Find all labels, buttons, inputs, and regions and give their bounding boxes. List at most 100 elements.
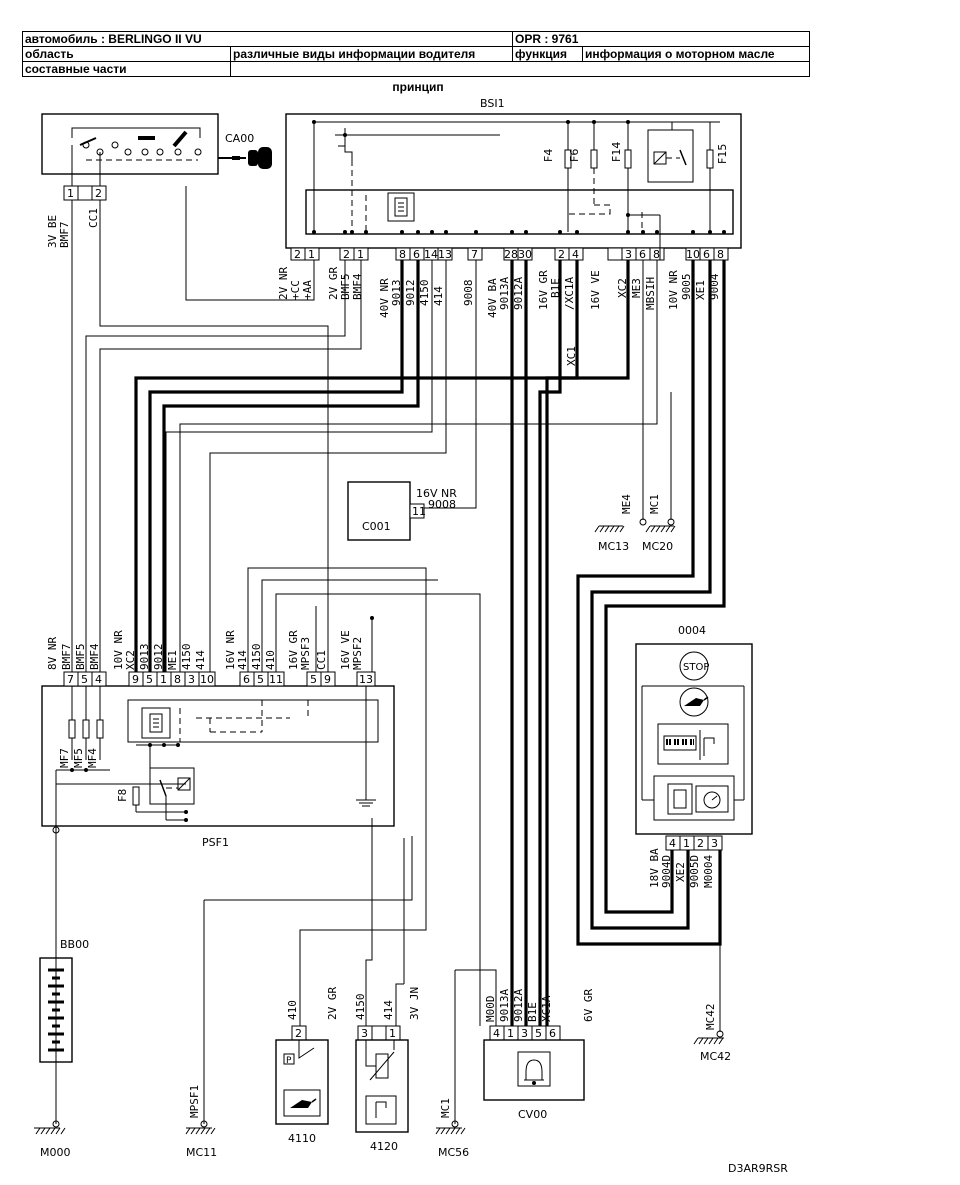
wire-label: 2V GR: [327, 267, 340, 300]
wire-label: XC2: [616, 278, 629, 298]
bsi-pin-row: 2 1 2 1 8 6 14 13 7 28 30 2 4 3 6 8 10 6…: [290, 247, 729, 261]
bsi-node-dots: [312, 230, 726, 234]
oil-level-icon: [365, 1095, 397, 1125]
panel-ic-icon: [642, 775, 744, 821]
c001-label: C001: [362, 520, 391, 533]
bold-wires: [134, 260, 726, 1026]
wire-label: 9005D: [688, 855, 701, 888]
pin-label: 10: [200, 673, 214, 686]
wire-label: BMF7: [58, 222, 71, 249]
wire-label: BMF5: [74, 644, 87, 671]
ignition-switch-icon: [71, 127, 202, 186]
pin-label: 7: [67, 673, 74, 686]
stop-warning-icon: STOP: [679, 651, 709, 681]
fuse-label: MF7: [58, 748, 71, 768]
ground-mc56: MC1 MC56: [435, 1098, 469, 1159]
c001-unit: C001 11 16V NR 9008: [347, 481, 457, 541]
oil-pressure-icon: [679, 687, 709, 717]
wire-label: 9008: [428, 498, 456, 511]
wire-label: 16V NR: [224, 630, 237, 670]
mc42-label: MC42: [700, 1050, 731, 1063]
wire-label: XC1: [565, 346, 578, 366]
wire-label: 4150: [180, 644, 193, 671]
wire-label: 40V NR: [378, 278, 391, 318]
wire-label: XC1A: [540, 995, 553, 1022]
pressure-switch-icon: P: [283, 1040, 315, 1066]
pin-label: 1: [683, 837, 690, 850]
wire-label: 9012: [152, 644, 165, 671]
fuse-f15-icon: F15: [706, 122, 729, 232]
ca00-label: CA00: [225, 132, 254, 145]
wire-label: 9005: [680, 274, 693, 301]
bsi-wire-labels: 2V NR +CC +AA 2V GR BMF5 BMF4 40V NR 901…: [277, 267, 721, 366]
mc13-label: MC13: [598, 540, 629, 553]
bsi1-unit: BSI1 F4 F6: [277, 97, 742, 366]
pin-label: 11: [269, 673, 283, 686]
wire-label: 9013A: [498, 989, 511, 1022]
wire-label: XC2: [124, 650, 137, 670]
pin-label: 8: [653, 248, 660, 261]
pin-label: 3: [521, 1027, 528, 1040]
fuse-f4-icon: F4: [542, 122, 572, 232]
thin-wires: [55, 186, 721, 1124]
bell-icon: [517, 1051, 551, 1087]
m000-label: M000: [40, 1146, 71, 1159]
wire-label: +AA: [301, 280, 314, 300]
wire-label: MPSF2: [351, 637, 364, 670]
pin-label: 3: [711, 837, 718, 850]
pin-label: 2: [95, 187, 102, 200]
oil-can-icon: [283, 1089, 321, 1117]
cv00-label: CV00: [518, 1108, 547, 1121]
wire-label: 6V GR: [582, 989, 595, 1022]
wire-label: 3V JN: [408, 987, 421, 1020]
s4120-label: 4120: [370, 1140, 398, 1153]
pin-label: 3: [361, 1027, 368, 1040]
fuse-label: MF5: [72, 748, 85, 768]
wire-label: 8V NR: [46, 637, 59, 670]
pin-label: 6: [549, 1027, 556, 1040]
mc56-label: MC56: [438, 1146, 469, 1159]
wire-label: BMF7: [60, 644, 73, 671]
wire-label: 16V VE: [589, 270, 602, 310]
wire-label: 414: [236, 650, 249, 670]
bsi-relay-icon: [647, 122, 694, 183]
wire-label: 16V VE: [339, 630, 352, 670]
psf-relay-icon: F8: [116, 767, 195, 822]
pin-label: 5: [535, 1027, 542, 1040]
pin-label: 2: [295, 1027, 302, 1040]
fuse-f15-label: F15: [716, 144, 729, 164]
wire-label: 9013A: [498, 277, 511, 310]
mc20-label: MC20: [642, 540, 673, 553]
pin-label: 13: [438, 248, 452, 261]
wire-label: 16V NR: [416, 487, 457, 500]
wire-label: 414: [194, 650, 207, 670]
bsi-ic-icon: [387, 192, 415, 222]
wire-label: 9008: [462, 280, 475, 307]
pin-label: 9: [324, 673, 331, 686]
pin-label: 4: [572, 248, 579, 261]
pin-label: 13: [359, 673, 373, 686]
wire-label: 9012A: [512, 277, 525, 310]
psf1-label: PSF1: [202, 836, 229, 849]
wire-label: MPSF1: [188, 1085, 201, 1118]
pin-label: 8: [174, 673, 181, 686]
pin-label: 4: [669, 837, 676, 850]
wire-label: ME4: [620, 494, 633, 514]
ground-mc13: ME4 MC13: [594, 494, 647, 553]
wire-label: BMF4: [351, 273, 364, 300]
resistor-sensor-icon: [365, 1040, 395, 1081]
wire-label: 40V BA: [486, 278, 499, 318]
wire-label: 414: [382, 1000, 395, 1020]
wire-label: 9004D: [660, 855, 673, 888]
header-table: автомобиль : BERLINGO II VU OPR : 9761 о…: [22, 31, 810, 77]
ground-mc11: MPSF1 MC11: [185, 1085, 217, 1159]
pin-label: 3: [625, 248, 632, 261]
svg-text:P: P: [286, 1056, 292, 1066]
psf-ic-icon: [127, 686, 379, 807]
wire-label: 2V NR: [277, 267, 290, 300]
function-label: функция: [512, 46, 583, 62]
wire-label: ME3: [630, 278, 643, 298]
fuse-f14-label: F14: [610, 142, 623, 162]
psf-wire-labels: 8V NR BMF7 BMF5 BMF4 10V NR XC2 9013 901…: [46, 630, 364, 670]
